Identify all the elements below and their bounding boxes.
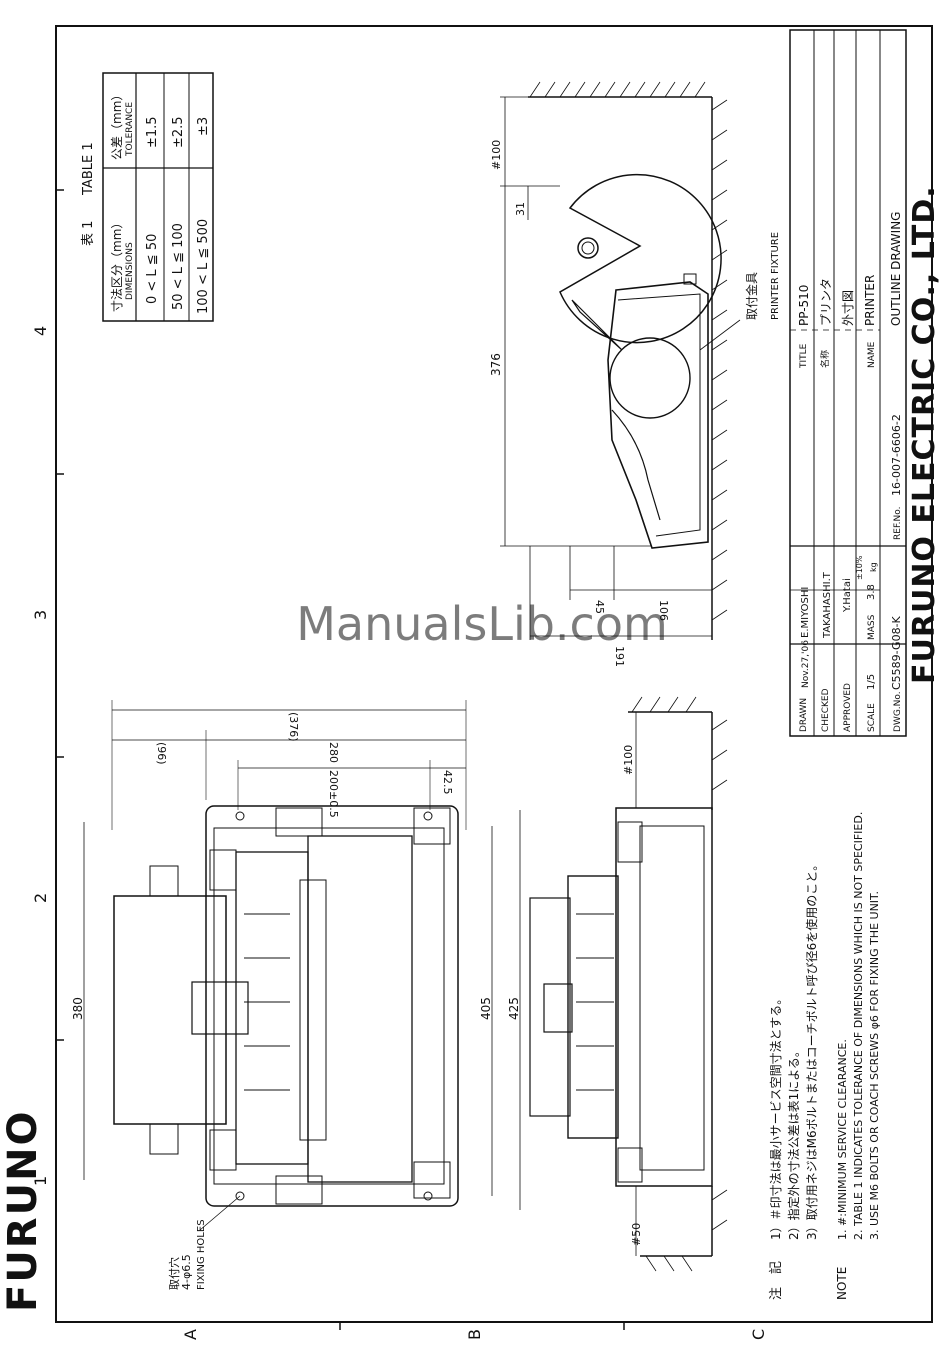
approved-label: APPROVED <box>843 683 853 732</box>
drawn-date: Nov.27,'06 <box>801 640 811 688</box>
mass-unit: kg <box>869 562 878 572</box>
tolerance-table: 表 1 TABLE 1 寸法区分（mm） DIMENSIONS 公差（mm） T… <box>81 72 214 322</box>
title-value: PP-510 <box>797 285 811 326</box>
bottom-dim-425a: 42.5 <box>441 770 454 795</box>
note-en-2: 2. TABLE 1 INDICATES TOLERANCE OF DIMENS… <box>852 812 865 1240</box>
table-header-tol-en: TOLERANCE <box>125 102 135 157</box>
bottom-dim-96p: (96) <box>155 742 168 765</box>
name-label: NAME <box>867 341 877 368</box>
scale-value: 1/5 <box>866 674 877 690</box>
dwg-label: DWG.No. <box>893 691 903 732</box>
table-header-range-en: DIMENSIONS <box>125 242 135 300</box>
table-tol-2: ±2.5 <box>171 116 186 148</box>
bottom-dim-425: 425 <box>507 997 521 1020</box>
table-range-3: 100 < L ≦ 500 <box>196 219 211 314</box>
bottom-dim-376p: (376) <box>287 712 300 742</box>
company-name: FURUNO ELECTRIC CO., LTD. <box>907 185 942 684</box>
mass-tolerance: ±10% <box>855 555 864 580</box>
bottom-dim-405: 405 <box>479 997 493 1020</box>
table-range-1: 0 < L ≦ 50 <box>145 234 160 304</box>
holes-spec: 4-φ6.5 <box>180 1254 193 1290</box>
drawn-name: E.MIYOSHI <box>800 587 811 638</box>
bottom-view: (376) (96) 280 200±0.5 42.5 380 405 425 <box>71 700 521 1290</box>
front-view: #100 #50 <box>529 696 728 1272</box>
side-dim-376: 376 <box>489 353 503 376</box>
grid-col-1: 1 <box>31 1176 50 1186</box>
furuno-logo: FURUNO <box>0 1109 46 1312</box>
name-jp2: 外寸図 <box>841 290 855 326</box>
dwg-value: C5589-G08-K <box>890 615 903 690</box>
drawn-label: DRAWN <box>799 698 809 732</box>
note-en-3: 3. USE M6 BOLTS OR COACH SCREWS φ6 FOR F… <box>868 891 881 1240</box>
scale-label: SCALE <box>867 703 877 732</box>
title-block: DRAWN Nov.27,'06 E.MIYOSHI CHECKED TAKAH… <box>789 29 907 737</box>
grid-col-3: 3 <box>31 610 50 620</box>
watermark: ManualsLib.com <box>296 597 668 651</box>
side-dim-45: 45 <box>593 600 606 614</box>
mass-label: MASS <box>867 614 877 640</box>
checked-name: TAKAHASHI.T <box>822 571 833 639</box>
zone-ticks <box>56 189 625 1330</box>
holes-label-jp: 取付穴 <box>167 1257 181 1290</box>
side-view: #100 31 376 45 106 191 取付金具 PRINTER FIXT… <box>489 81 781 667</box>
title-label: TITLE <box>799 343 809 369</box>
grid-col-4: 4 <box>31 326 50 336</box>
notes-label-en: NOTE <box>835 1267 849 1300</box>
table-title-jp: 表 1 <box>81 221 96 246</box>
grid-col-2: 2 <box>31 893 50 903</box>
name-jp: プリンタ <box>819 278 833 326</box>
table-tol-1: ±1.5 <box>145 116 160 148</box>
side-dim-106: 106 <box>657 600 670 621</box>
front-dim-bottom: #50 <box>630 1223 643 1246</box>
front-dim-top: #100 <box>622 745 635 775</box>
bottom-dim-280: 280 <box>327 742 340 763</box>
fixture-label-en: PRINTER FIXTURE <box>770 232 781 320</box>
drawing-border <box>55 25 933 1323</box>
mass-value: 3.8 <box>866 584 877 600</box>
name-jp-label: 名称 <box>819 350 831 368</box>
side-dim-top: #100 <box>490 140 503 170</box>
holes-label-en: FIXING HOLES <box>196 1219 207 1290</box>
ref-value: 16-007-6606-2 <box>890 414 903 496</box>
side-dim-191: 191 <box>613 646 626 667</box>
note-en-1: 1. #:MINIMUM SERVICE CLEARANCE. <box>836 1039 849 1240</box>
note-jp-2: 2）指定外の寸法公差は表1による。 <box>786 1045 801 1240</box>
table-header-range-jp: 寸法区分（mm） <box>110 217 124 312</box>
ref-label: REF.No. <box>893 507 903 540</box>
table-header-tol-jp: 公差（mm） <box>110 89 124 160</box>
side-dim-31: 31 <box>514 202 527 216</box>
bottom-dim-380: 380 <box>71 997 85 1020</box>
note-jp-3: 3）取付用ネジはM6ボルトまたはコーチボルト呼び径6を使用のこと。 <box>804 859 819 1240</box>
notes-label-jp: 注 記 <box>768 1261 784 1300</box>
fixture-label-jp: 取付金具 <box>744 272 759 320</box>
note-jp-1: 1）＃印寸法は最小サービス空間寸法とする。 <box>769 993 783 1240</box>
grid-row-a: A <box>181 1329 200 1340</box>
bottom-dim-200: 200±0.5 <box>327 770 340 818</box>
table-range-2: 50 < L ≦ 100 <box>171 223 186 310</box>
checked-label: CHECKED <box>821 688 831 732</box>
name-en2: OUTLINE DRAWING <box>889 212 903 326</box>
name-en: PRINTER <box>863 275 877 326</box>
table-title-en: TABLE 1 <box>81 142 96 196</box>
table-tol-3: ±3 <box>196 117 211 136</box>
approved-name: Y.Hatai <box>842 578 853 613</box>
grid-row-b: B <box>465 1329 484 1340</box>
notes: 注 記 1）＃印寸法は最小サービス空間寸法とする。 2）指定外の寸法公差は表1に… <box>768 812 881 1300</box>
grid-row-c: C <box>749 1329 768 1340</box>
